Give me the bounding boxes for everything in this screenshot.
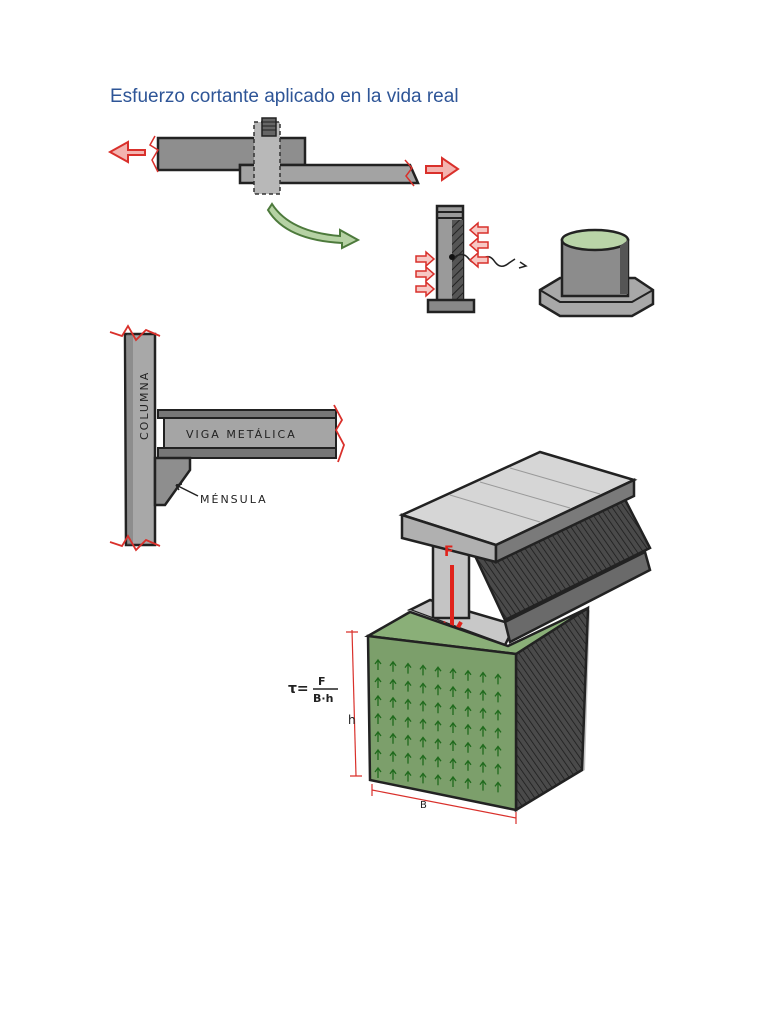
shear-face xyxy=(366,634,518,812)
ibeam-block-figure: F h B τ= F B·h xyxy=(288,450,652,824)
sheared-bolt-figure xyxy=(538,228,655,318)
formula-lhs: τ= xyxy=(288,681,309,697)
rotation-arrow xyxy=(266,202,361,250)
bracket xyxy=(153,456,192,507)
height-label: h xyxy=(348,713,356,727)
column-label: COLUMNA xyxy=(138,371,151,440)
bolted-joint-figure xyxy=(107,117,460,250)
left-load-arrow xyxy=(107,140,146,164)
shear-arrows xyxy=(374,658,502,793)
beam-label: VIGA METÁLICA xyxy=(186,428,297,441)
right-load-arrow xyxy=(425,156,460,182)
formula-numerator: F xyxy=(318,675,326,688)
bracket-label: MÉNSULA xyxy=(200,493,268,506)
column-beam-figure: COLUMNA VIGA METÁLICA MÉNSULA xyxy=(109,324,345,552)
page-heading: Esfuerzo cortante aplicado en la vida re… xyxy=(110,86,459,107)
column xyxy=(123,332,157,547)
base-label: B xyxy=(420,800,427,811)
formula-denominator: B·h xyxy=(313,692,333,705)
lower-plate xyxy=(238,163,420,185)
bolt-detail-figure xyxy=(415,204,528,314)
force-label: F xyxy=(444,544,454,560)
